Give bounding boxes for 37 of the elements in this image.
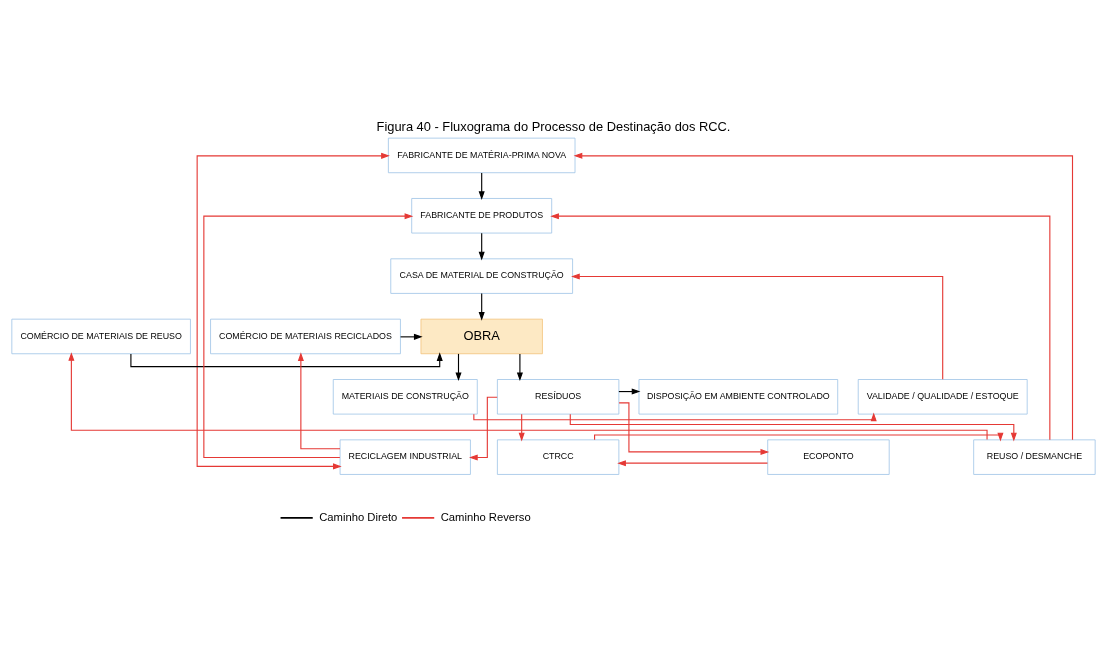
- node-box: OBRA: [420, 318, 543, 355]
- node-box: REUSO / DESMANCHE: [973, 439, 1096, 475]
- diagram-title: Figura 40 - Fluxograma do Processo de Destinação dos RCC.: [376, 118, 731, 134]
- arrow: [478, 172, 485, 201]
- legend-label: Caminho Reverso: [440, 510, 531, 523]
- node-box: ECOPONTO: [767, 439, 890, 475]
- arrow: [455, 353, 462, 382]
- node-box: MATERIAIS DE CONSTRUÇÃO: [332, 379, 478, 415]
- node-box: RECICLAGEM INDUSTRIAL: [339, 439, 471, 475]
- arrow: [569, 413, 1017, 442]
- node-box: CTRCC: [497, 439, 620, 475]
- arrow: [473, 412, 877, 422]
- arrow: [617, 460, 769, 467]
- arrow: [297, 352, 341, 450]
- arrow: [203, 213, 414, 459]
- arrow: [550, 213, 1051, 441]
- arrow: [478, 293, 485, 321]
- node-box: FABRICANTE DE PRODUTOS: [411, 198, 553, 234]
- legend-label: Caminho Direto: [319, 510, 398, 523]
- arrow: [518, 413, 525, 442]
- arrow: [478, 232, 485, 261]
- node-box: FABRICANTE DE MATÉRIA-PRIMA NOVA: [387, 137, 576, 174]
- arrow: [594, 432, 1004, 442]
- node-box: DISPOSIÇÃO EM AMBIENTE CONTROLADO: [638, 379, 839, 415]
- node-box: CASA DE MATERIAL DE CONSTRUÇÃO: [390, 258, 573, 294]
- node-box: RESÍDUOS: [497, 379, 620, 415]
- arrow: [571, 273, 944, 380]
- node-box: COMÉRCIO DE MATERIAIS DE REUSO: [11, 318, 191, 355]
- arrow: [68, 352, 988, 441]
- arrow: [573, 152, 1074, 441]
- arrow: [469, 396, 498, 461]
- arrow: [196, 152, 390, 470]
- node-box: COMÉRCIO DE MATERIAIS RECICLADOS: [210, 318, 401, 355]
- arrow: [516, 353, 523, 382]
- arrow: [618, 402, 770, 455]
- arrow: [400, 333, 423, 340]
- node-box: VALIDADE / QUALIDADE / ESTOQUE: [857, 379, 1028, 415]
